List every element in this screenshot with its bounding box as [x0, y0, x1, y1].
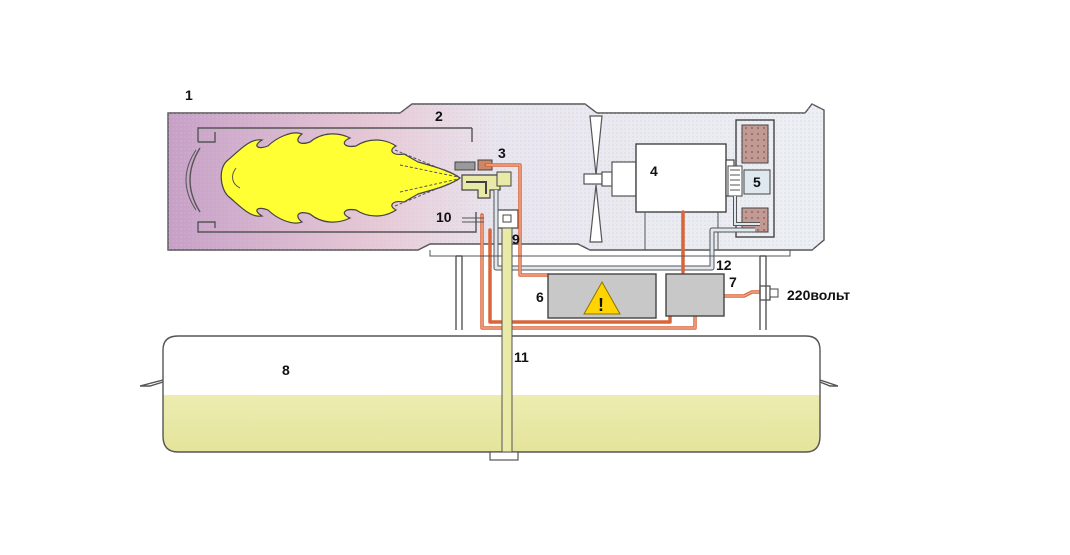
- power-plug: [759, 285, 779, 301]
- frame-stand: [429, 250, 791, 330]
- label-filter: 10: [436, 209, 452, 225]
- label-housing: 1: [185, 87, 193, 103]
- flame: [220, 132, 462, 224]
- fan: [583, 115, 637, 243]
- label-motor: 4: [650, 163, 658, 179]
- label-air-tube: 12: [716, 257, 732, 273]
- label-fuel-tube: 11: [514, 349, 529, 365]
- label-power: 220вольт: [787, 287, 850, 303]
- label-thermostat: 7: [729, 274, 737, 290]
- label-control-board: 6: [536, 289, 544, 305]
- valve-box: [495, 209, 519, 229]
- label-air-filter: 5: [753, 174, 761, 190]
- fuel-tube: [501, 227, 513, 453]
- electrical-wiring: [480, 163, 764, 330]
- label-valve: 9: [512, 231, 520, 247]
- label-combustion-chamber: 2: [435, 108, 443, 124]
- label-fuel-tank: 8: [282, 362, 290, 378]
- thermostat-module: [665, 273, 725, 317]
- combustion-chamber: [185, 127, 477, 233]
- control-board: [547, 273, 657, 319]
- fuel-tank: [139, 335, 839, 461]
- warning-sign: !: [598, 295, 604, 315]
- air-tube: [493, 190, 755, 271]
- label-nozzle: 3: [498, 145, 506, 161]
- filter-pointer: [462, 217, 484, 223]
